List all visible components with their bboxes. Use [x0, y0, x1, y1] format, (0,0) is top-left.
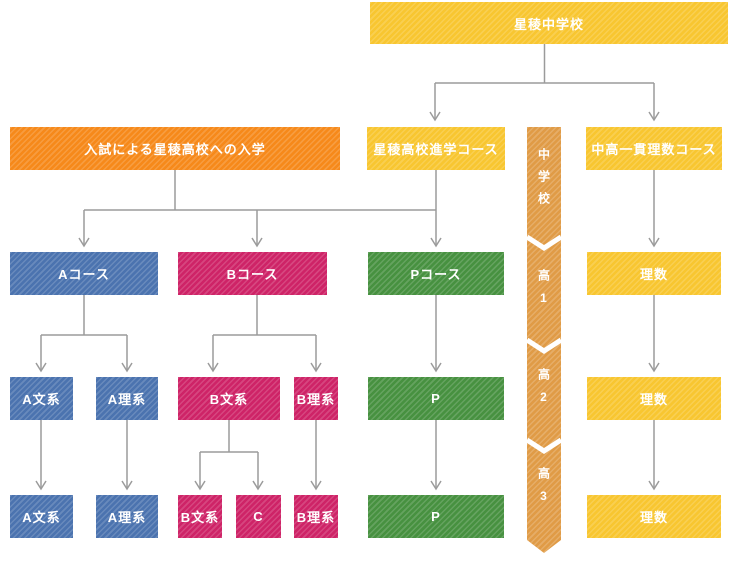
node-a-rikei-h3: A理系 [96, 495, 158, 538]
node-shingaku-course: 星稜高校進学コース [367, 127, 505, 170]
node-seiryo-junior-high: 星稜中学校 [370, 2, 728, 44]
timeline-label-h3: 高3 [536, 467, 551, 513]
node-a-rikei-h2: A理系 [96, 377, 158, 420]
node-b-bunkei-h3: B文系 [178, 495, 222, 538]
node-ikkan-risu-course: 中高一貫理数コース [586, 127, 722, 170]
node-exam-entry: 入試による星稜高校への入学 [10, 127, 340, 170]
node-risu-h1: 理数 [587, 252, 721, 295]
node-a-bunkei-h2: A文系 [10, 377, 73, 420]
timeline-ribbon: 中学校 高1 高2 高3 [527, 127, 561, 553]
ribbon-chevron-separator [527, 234, 561, 251]
node-a-course: Aコース [10, 252, 158, 295]
ribbon-chevron-separator [527, 437, 561, 454]
node-risu-h3: 理数 [587, 495, 721, 538]
node-risu-h2: 理数 [587, 377, 721, 420]
node-a-bunkei-h3: A文系 [10, 495, 73, 538]
timeline-label-h2: 高2 [536, 368, 551, 414]
node-b-course: Bコース [178, 252, 327, 295]
ribbon-chevron-separator [527, 337, 561, 354]
node-p-course: Pコース [368, 252, 504, 295]
node-c-h3: C [236, 495, 281, 538]
node-b-bunkei-h2: B文系 [178, 377, 280, 420]
timeline-label-junior-high: 中学校 [536, 148, 551, 214]
node-p-h3: P [368, 495, 504, 538]
timeline-label-h1: 高1 [536, 269, 551, 315]
node-b-rikei-h3: B理系 [294, 495, 338, 538]
node-p-h2: P [368, 377, 504, 420]
node-b-rikei-h2: B理系 [294, 377, 338, 420]
